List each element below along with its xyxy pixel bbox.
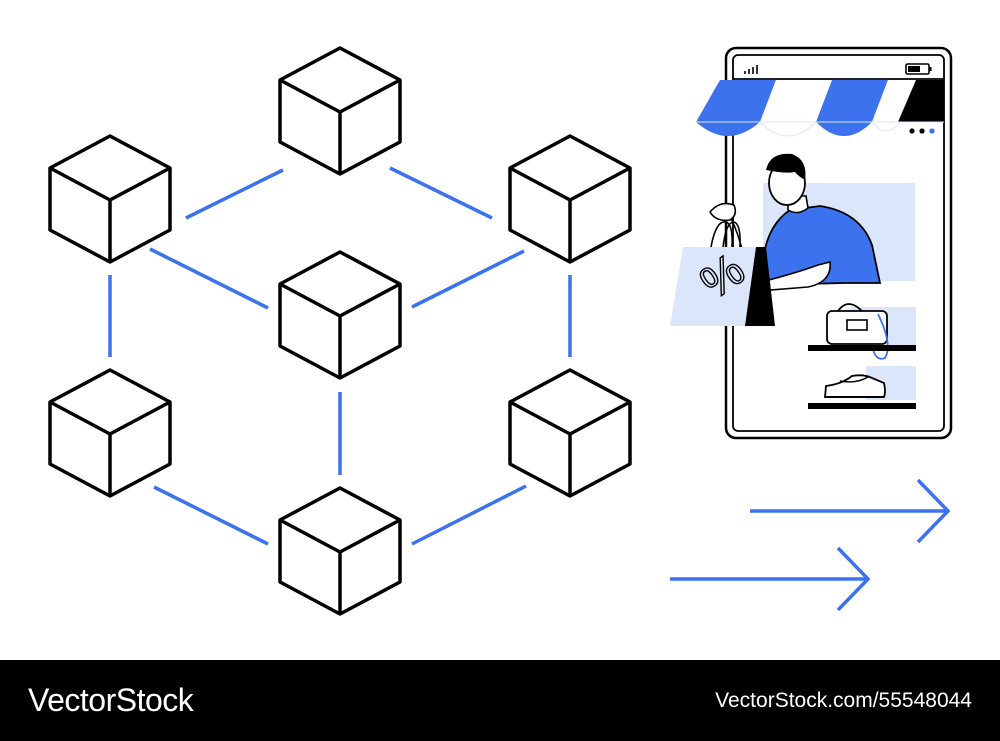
sale-bag-icon: % [670, 221, 775, 326]
sneaker-icon [824, 374, 886, 398]
watermark-bar: VectorStock VectorStock.com/55548044 [0, 660, 1000, 741]
handbag-icon [826, 303, 889, 360]
watermark-credit: VectorStock.com/55548044 [715, 688, 972, 712]
shopper-figure [709, 153, 882, 291]
phone-storefront: % [670, 46, 953, 440]
watermark-brand: VectorStock [28, 682, 194, 718]
cube-icon [508, 368, 632, 498]
cube-icon [508, 134, 632, 264]
cube-icon [278, 250, 402, 380]
blockchain-ecommerce-illustration: % [48, 46, 953, 616]
cube-icon [278, 486, 402, 616]
network-links [108, 166, 572, 546]
battery-icon [905, 63, 932, 75]
signal-icon [744, 65, 758, 74]
arrow-right-icon [750, 478, 951, 544]
blockchain-network [48, 46, 632, 616]
cube-icon [278, 46, 402, 176]
cube-icon [48, 134, 172, 264]
cube-icon [48, 368, 172, 498]
awning-icon [696, 78, 944, 137]
arrow-right-icon [670, 546, 871, 612]
